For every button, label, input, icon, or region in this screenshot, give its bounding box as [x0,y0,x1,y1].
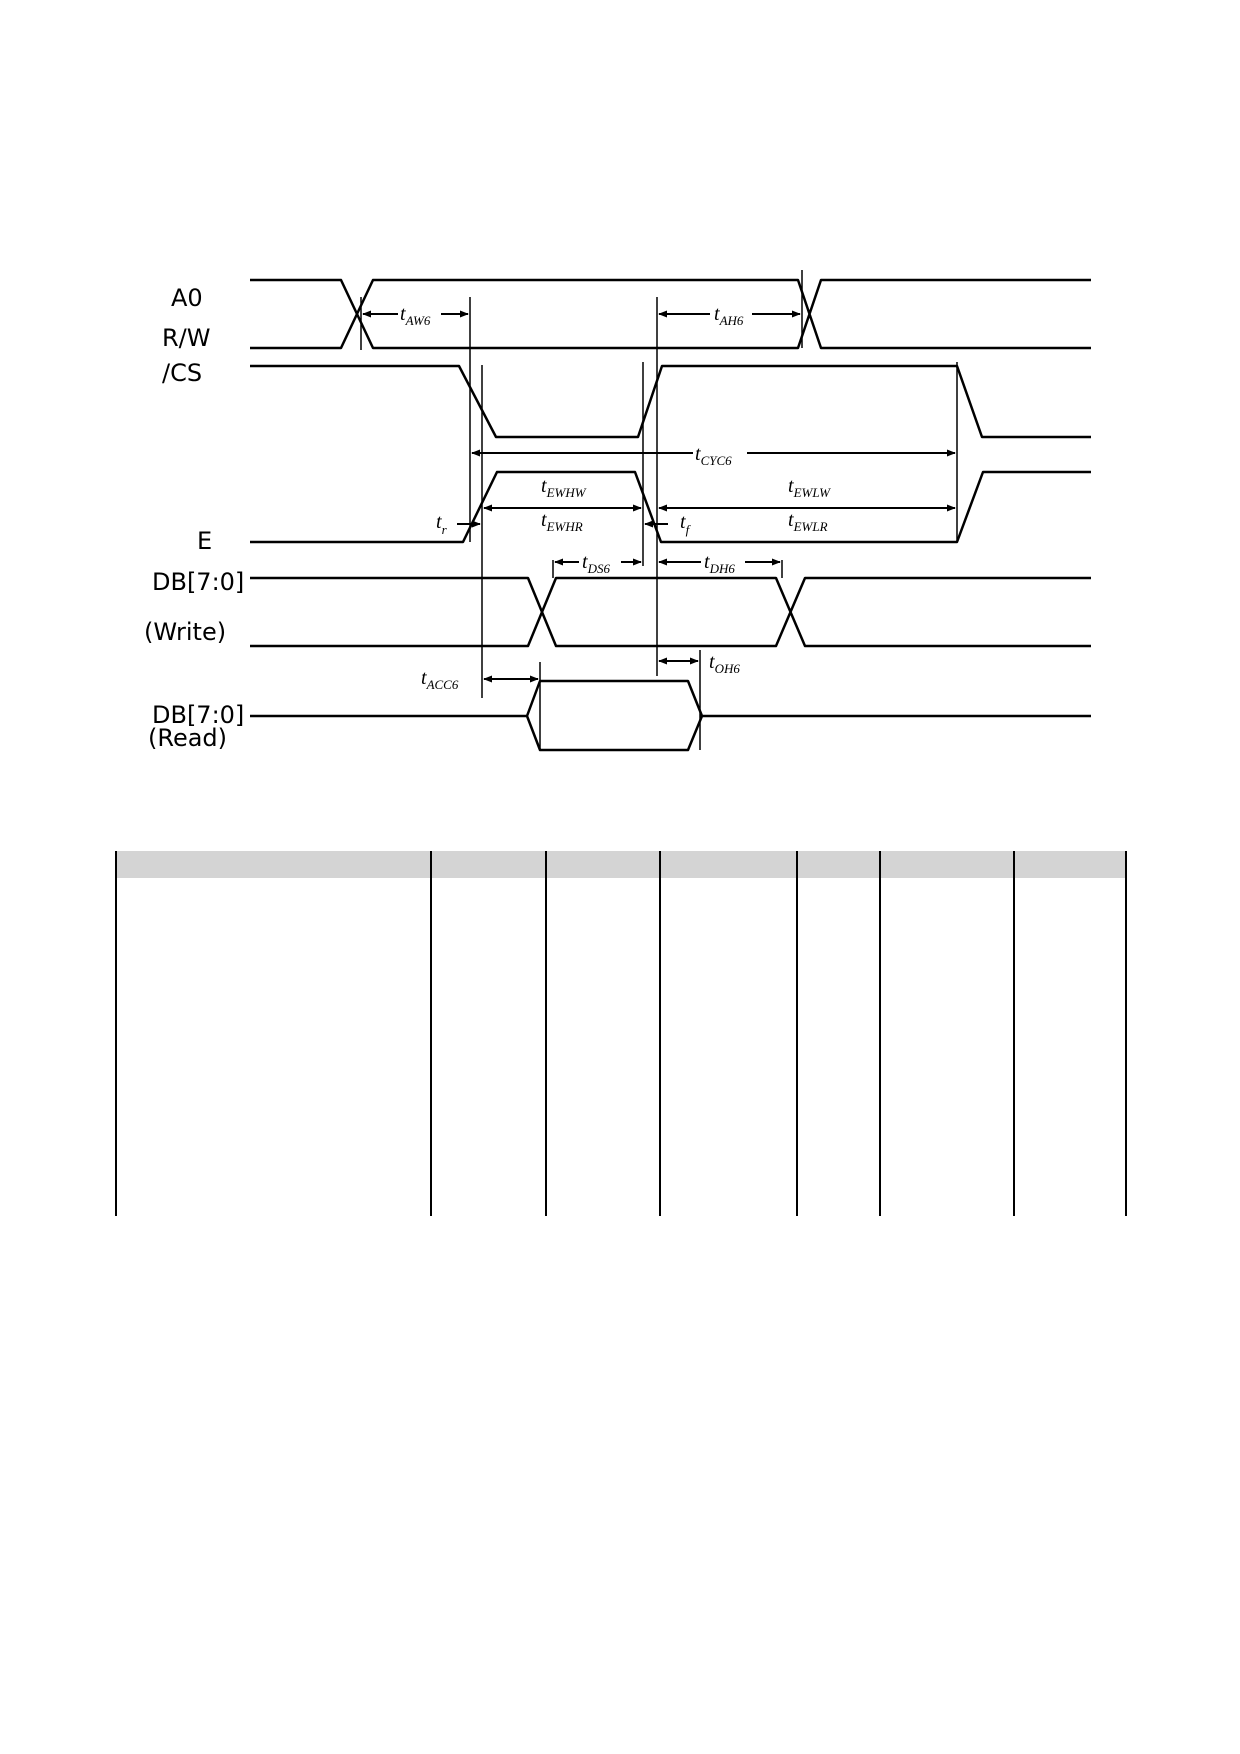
label-t-f: tf [680,511,692,537]
label-db-read: DB[7:0] [152,701,244,729]
label-t-ds6: tDS6 [582,551,610,576]
waveform-cs [250,364,1091,439]
label-t-acc6: tACC6 [421,667,459,692]
waveform-a0-rw [250,278,1091,350]
label-db-write: DB[7:0] [152,568,244,596]
label-t-ewhw: tEWHW [541,475,587,500]
label-read: (Read) [148,724,227,752]
label-t-ah6: tAH6 [714,303,744,328]
label-write: (Write) [144,618,226,646]
label-t-cyc6: tCYC6 [695,443,732,468]
label-a0: A0 [171,284,203,312]
table-header [115,851,1127,878]
waveform-db-write [250,576,1091,648]
label-cs: /CS [162,359,202,387]
timing-diagram: A0 R/W /CS E DB[7:0] (Write) DB[7:0] (Re… [144,270,1091,752]
label-rw: R/W [162,324,211,352]
label-t-oh6: tOH6 [709,651,740,676]
label-t-dh6: tDH6 [704,551,735,576]
label-t-r: tr [436,511,448,537]
label-t-aw6: tAW6 [400,303,431,328]
waveform-e [250,470,1091,544]
label-t-ewlr: tEWLR [788,509,828,534]
label-e: E [197,527,212,555]
waveform-db-read [250,679,1091,752]
timing-table [115,851,1127,1216]
label-t-ewlw: tEWLW [788,475,831,500]
label-t-ewhr: tEWHR [541,509,583,534]
